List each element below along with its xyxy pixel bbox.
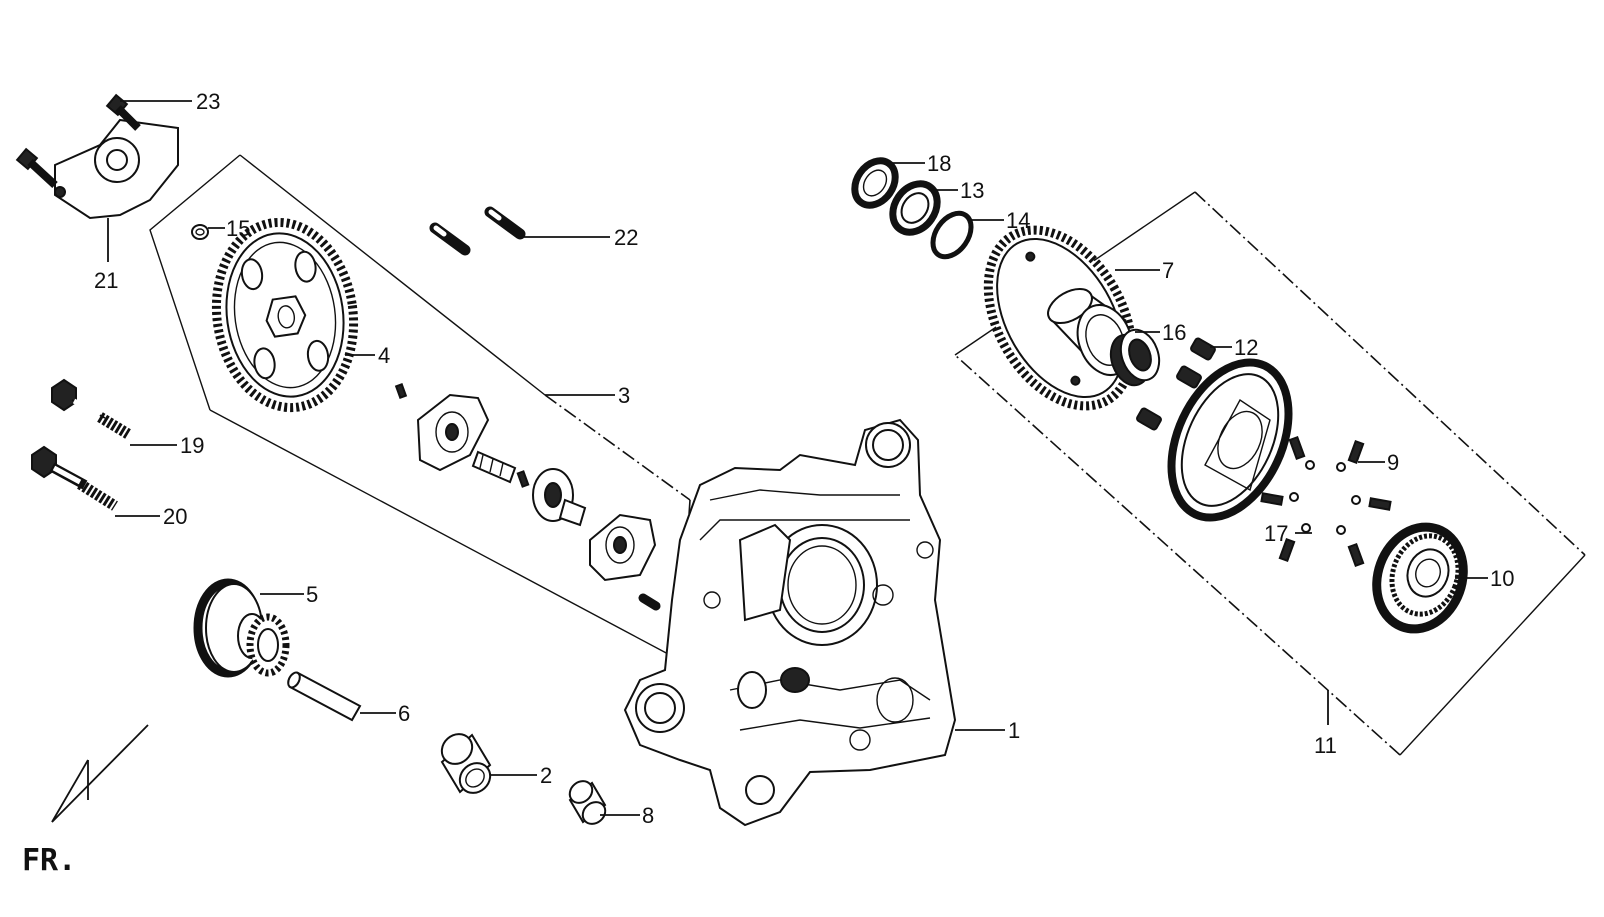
callout-2: 2 bbox=[490, 763, 552, 788]
callout-label-14: 14 bbox=[1006, 208, 1030, 233]
crankcase bbox=[623, 418, 957, 827]
bolt-pair bbox=[429, 206, 526, 256]
clutch-housing bbox=[1167, 358, 1293, 522]
clutch-rollers bbox=[1260, 435, 1392, 568]
cover-bolt-left bbox=[15, 147, 58, 188]
callout-label-12: 12 bbox=[1234, 335, 1258, 360]
callout-1: 1 bbox=[955, 718, 1020, 743]
callout-16: 16 bbox=[1135, 320, 1186, 345]
callout-label-9: 9 bbox=[1387, 450, 1399, 475]
bushing-large bbox=[440, 733, 492, 794]
callout-5: 5 bbox=[260, 582, 318, 607]
cover-plate bbox=[54, 118, 179, 220]
callout-6: 6 bbox=[360, 701, 410, 726]
callout-label-20: 20 bbox=[163, 504, 187, 529]
callout-label-13: 13 bbox=[960, 178, 984, 203]
callout-18: 18 bbox=[890, 151, 951, 176]
callout-13: 13 bbox=[930, 178, 984, 203]
large-gear bbox=[211, 217, 359, 413]
long-bolt-19 bbox=[51, 378, 131, 439]
callout-label-2: 2 bbox=[540, 763, 552, 788]
callout-label-5: 5 bbox=[306, 582, 318, 607]
callout-9: 9 bbox=[1358, 450, 1399, 475]
bearing bbox=[889, 180, 941, 236]
o-ring bbox=[930, 210, 974, 260]
bushing-small bbox=[568, 780, 607, 825]
callout-14: 14 bbox=[968, 208, 1030, 233]
callout-7: 7 bbox=[1115, 258, 1174, 283]
oil-pump-parts bbox=[394, 383, 661, 611]
callout-21: 21 bbox=[94, 218, 118, 293]
callout-label-15: 15 bbox=[226, 216, 250, 241]
cover-bolt-top bbox=[105, 93, 141, 131]
callout-label-18: 18 bbox=[927, 151, 951, 176]
needle-bearing bbox=[1109, 328, 1161, 387]
callout-label-19: 19 bbox=[180, 433, 204, 458]
callout-label-6: 6 bbox=[398, 701, 410, 726]
callout-label-10: 10 bbox=[1490, 566, 1514, 591]
callout-10: 10 bbox=[1455, 566, 1514, 591]
clutch-springs bbox=[1289, 460, 1361, 535]
starter-gear-hub bbox=[1047, 287, 1134, 376]
callout-label-21: 21 bbox=[94, 268, 118, 293]
callout-label-22: 22 bbox=[614, 225, 638, 250]
drive-gear bbox=[193, 578, 290, 678]
callout-8: 8 bbox=[600, 803, 654, 828]
long-bolt-20 bbox=[31, 445, 118, 511]
callout-label-16: 16 bbox=[1162, 320, 1186, 345]
callout-label-23: 23 bbox=[196, 89, 220, 114]
callout-label-3: 3 bbox=[618, 383, 630, 408]
clutch-outer bbox=[1372, 522, 1468, 634]
screw-set bbox=[1136, 337, 1216, 431]
shaft-pin bbox=[287, 671, 362, 722]
callout-11: 11 bbox=[1314, 690, 1337, 758]
callout-17: 17 bbox=[1264, 521, 1312, 546]
callout-15: 15 bbox=[208, 216, 250, 241]
callout-label-17: 17 bbox=[1264, 521, 1288, 546]
front-direction-arrow bbox=[51, 724, 149, 823]
callout-label-4: 4 bbox=[378, 343, 390, 368]
callout-19: 19 bbox=[130, 433, 204, 458]
front-direction-label: FR. bbox=[22, 843, 76, 878]
callout-3: 3 bbox=[545, 383, 630, 408]
callout-23: 23 bbox=[120, 89, 220, 114]
callout-22: 22 bbox=[520, 225, 638, 250]
callout-label-8: 8 bbox=[642, 803, 654, 828]
oil-seal bbox=[851, 157, 899, 209]
callout-label-7: 7 bbox=[1162, 258, 1174, 283]
callout-12: 12 bbox=[1210, 335, 1258, 360]
callout-label-11: 11 bbox=[1314, 733, 1337, 758]
callout-20: 20 bbox=[115, 504, 187, 529]
callout-label-1: 1 bbox=[1008, 718, 1020, 743]
small-nut bbox=[191, 224, 209, 240]
callout-4: 4 bbox=[345, 343, 390, 368]
